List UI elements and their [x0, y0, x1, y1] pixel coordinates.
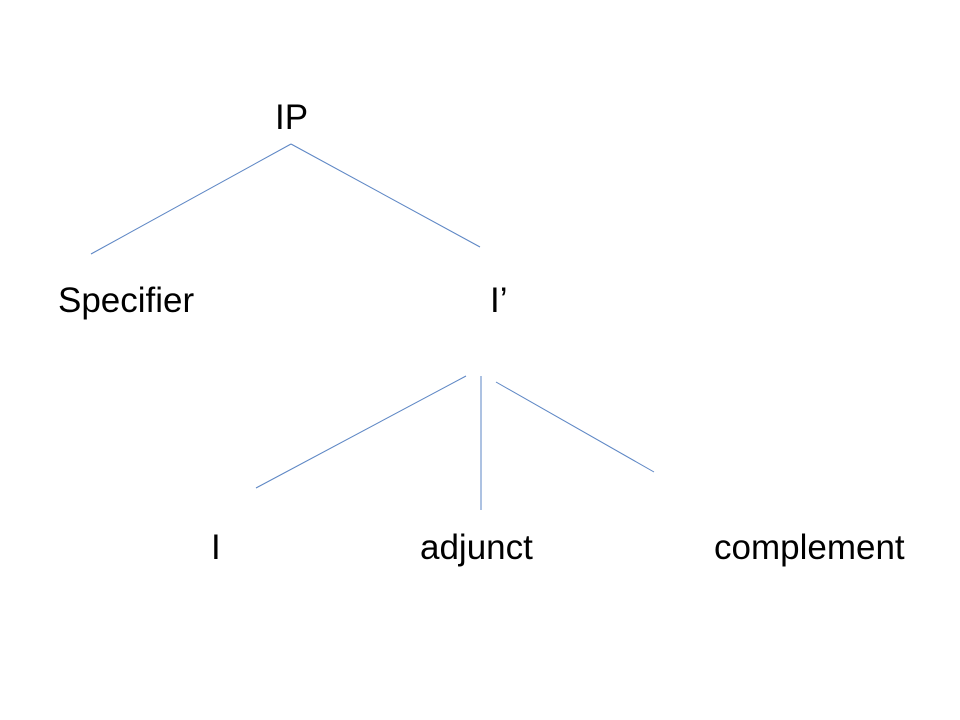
- node-i: I: [211, 528, 221, 567]
- node-ip: IP: [275, 98, 309, 137]
- node-i-bar: I’: [490, 281, 508, 320]
- node-complement: complement: [714, 528, 905, 567]
- edge-ibar-i: [255, 375, 467, 489]
- edge-ip-specifier: [90, 143, 292, 255]
- node-adjunct: adjunct: [420, 528, 533, 567]
- edge-ip-ibar: [290, 143, 481, 248]
- node-specifier: Specifier: [58, 281, 195, 320]
- edge-ibar-complement: [495, 381, 655, 473]
